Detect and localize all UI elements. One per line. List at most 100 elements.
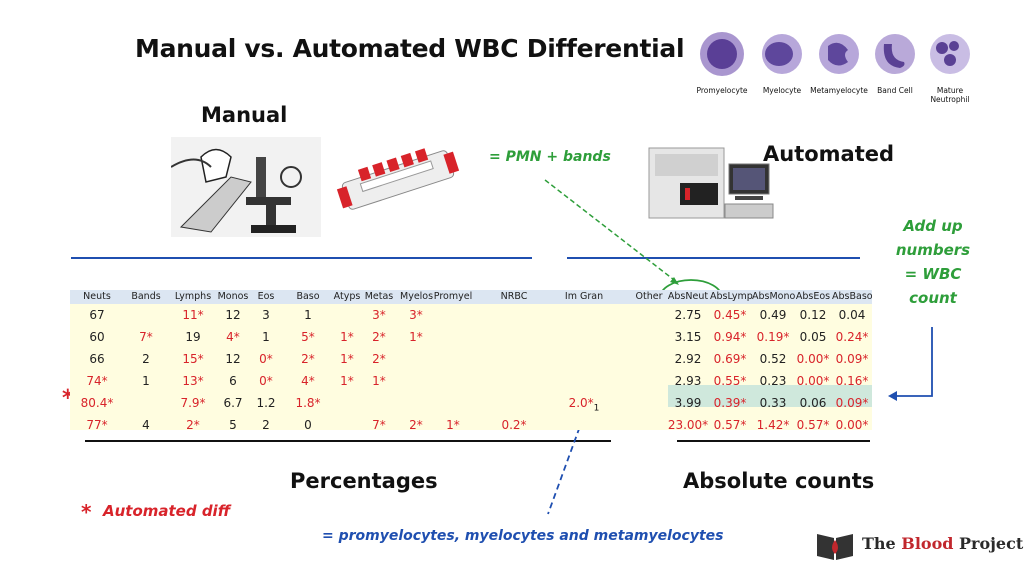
table-cell: 0 — [304, 418, 312, 432]
im-gran-annotation: = promyelocytes, myelocytes and metamyel… — [322, 528, 724, 544]
table-cell: 60 — [89, 330, 105, 344]
automated-row-marker: * — [62, 386, 74, 411]
table-cell: 0.39* — [713, 396, 747, 410]
table-cell: 0.12 — [799, 308, 827, 322]
column-header: Other — [635, 291, 663, 302]
table-cell: 2.0* — [568, 396, 594, 410]
table-cell: 1.2 — [256, 396, 276, 410]
table-cell: 4 — [142, 418, 150, 432]
column-header: Metas — [364, 291, 394, 302]
table-cell: 3* — [409, 308, 423, 322]
table-cell: 3* — [372, 308, 386, 322]
table-cell: 0.57* — [796, 418, 830, 432]
column-header: AbsLymp — [710, 291, 753, 302]
table-cell: 4* — [301, 374, 315, 388]
table-cell: 0.55* — [713, 374, 747, 388]
table-cell: 0.94* — [713, 330, 747, 344]
table-cell: 0* — [259, 374, 273, 388]
table-cell: 12 — [225, 352, 241, 366]
table-cell: 1* — [409, 330, 423, 344]
table-cell: 2* — [372, 352, 386, 366]
im-gran-cell: 2.0*1 — [548, 392, 620, 414]
column-header: Baso — [296, 291, 320, 302]
table-cell: 3 — [262, 308, 270, 322]
automated-row-highlight — [668, 385, 872, 407]
table-cell: 74* — [86, 374, 108, 388]
table-cell: 0.00* — [796, 374, 830, 388]
addup-line-2: numbers — [895, 241, 971, 259]
table-cell: 0.16* — [835, 374, 869, 388]
table-cell: 0.06 — [799, 396, 827, 410]
table-cell: 12 — [225, 308, 241, 322]
percentages-heading: Percentages — [290, 469, 438, 493]
table-cell: 2* — [409, 418, 423, 432]
cell-images — [700, 32, 970, 76]
column-header: Neuts — [83, 291, 111, 302]
brand-highlight: Blood — [901, 534, 954, 553]
legend-star: * — [81, 500, 92, 524]
table-cell: 0.52 — [759, 352, 787, 366]
blood-project-brand: The Blood Project — [862, 534, 1023, 553]
band-cell-icon — [875, 34, 915, 74]
cell-label-promyelocyte: Promyelocyte — [696, 86, 748, 95]
mature-neutrophil-icon — [930, 34, 970, 74]
cell-label-mature-neutrophil: Mature Neutrophil — [930, 86, 970, 104]
absolute-counts-heading: Absolute counts — [683, 469, 875, 493]
table-cell: 11* — [182, 308, 204, 322]
table-cell: 0.00* — [835, 418, 869, 432]
table-cell: 0.23 — [759, 374, 787, 388]
table-cell: 1.42* — [756, 418, 790, 432]
table-cell: 77* — [86, 418, 108, 432]
table-cell: 0.09* — [835, 396, 869, 410]
automated-heading: Automated — [763, 142, 895, 166]
table-cell: 67 — [89, 308, 105, 322]
table-cell: 1* — [446, 418, 460, 432]
cell-types-illustration: Promyelocyte Myelocyte Metamyelocyte Ban… — [692, 30, 982, 110]
pmn-dashed-line — [544, 179, 679, 284]
table-cell: 23.00* — [667, 418, 709, 432]
im-gran-subscript: 1 — [593, 403, 600, 414]
table-cell: 2.75 — [674, 308, 702, 322]
cell-counter-illustration — [336, 148, 460, 210]
table-cell: 0.2* — [501, 418, 527, 432]
table-cell: 1* — [372, 374, 386, 388]
analyzer-illustration — [648, 147, 774, 219]
myelocyte-icon — [762, 34, 802, 74]
table-cell: 1* — [340, 330, 354, 344]
table-cell: 0.57* — [713, 418, 747, 432]
table-cell: 6.7 — [223, 396, 243, 410]
table-cell: 0.19* — [756, 330, 790, 344]
table-cell: 0.69* — [713, 352, 747, 366]
table-cell: 80.4* — [80, 396, 114, 410]
column-header: AbsMono — [752, 291, 796, 302]
table-cell: 3.15 — [674, 330, 702, 344]
column-header: Bands — [131, 291, 161, 302]
table-cell: 1 — [262, 330, 270, 344]
table-cell: 2.93 — [674, 374, 702, 388]
brand-prefix: The — [862, 534, 902, 553]
table-cell: 2 — [142, 352, 150, 366]
column-header: Im Gran — [564, 291, 604, 302]
table-cell: 2.92 — [674, 352, 702, 366]
table-cell: 66 — [89, 352, 105, 366]
table-cell: 0.00* — [796, 352, 830, 366]
cell-label-band-cell: Band Cell — [877, 86, 913, 95]
blood-project-book-icon — [817, 534, 853, 560]
table-cell: 0.24* — [835, 330, 869, 344]
column-header: AbsNeut — [667, 291, 709, 302]
table-cell: 0* — [259, 352, 273, 366]
addup-line-4: count — [909, 289, 957, 307]
table-cell: 1 — [142, 374, 150, 388]
imgran-dashed-line — [547, 417, 584, 515]
column-header: NRBC — [500, 291, 528, 302]
table-cell: 7* — [139, 330, 153, 344]
table-cell: 13* — [182, 374, 204, 388]
table-cell: 6 — [229, 374, 237, 388]
table-cell: 15* — [182, 352, 204, 366]
cell-label-metamyelocyte: Metamyelocyte — [810, 86, 868, 95]
table-cell: 2* — [301, 352, 315, 366]
table-cell: 7.9* — [180, 396, 206, 410]
table-cell: 1* — [340, 352, 354, 366]
